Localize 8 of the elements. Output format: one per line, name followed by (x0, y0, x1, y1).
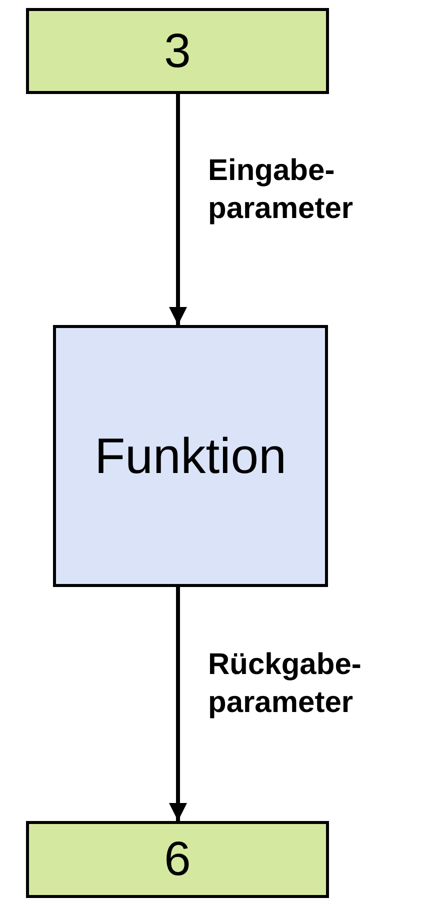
arrow (169, 587, 187, 821)
arrow (169, 94, 187, 325)
node-label: 6 (164, 832, 191, 887)
node-label: 3 (164, 24, 191, 78)
value-box (26, 8, 329, 94)
value-box (26, 821, 329, 898)
node-label: Funktion (94, 427, 286, 485)
function-box (53, 325, 328, 587)
